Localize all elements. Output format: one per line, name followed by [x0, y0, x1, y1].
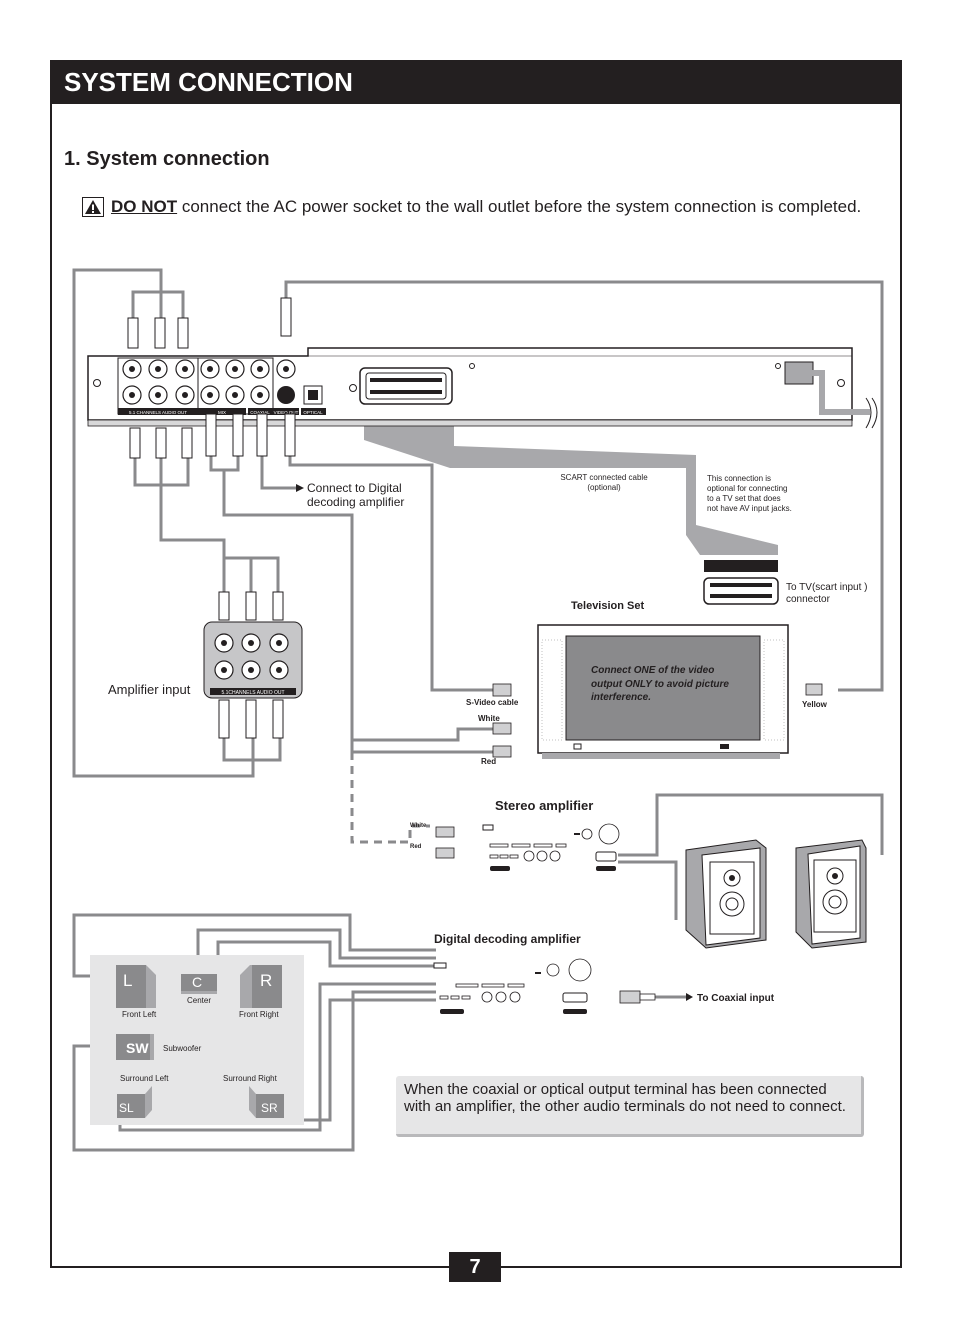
header-bar: SYSTEM CONNECTION — [52, 62, 902, 104]
speaker-layout — [90, 955, 304, 1125]
tv-screen-line2: output ONLY to avoid picture — [591, 679, 729, 690]
speaker-sr: SR — [261, 1101, 278, 1115]
tv-screen-line1: Connect ONE of the video — [591, 665, 714, 676]
digital-amplifier-title: Digital decoding amplifier — [434, 932, 581, 946]
connect-digital-line2: decoding amplifier — [307, 495, 404, 509]
yellow-label: Yellow — [802, 700, 828, 709]
connect-digital-line1: Connect to Digital — [307, 481, 402, 495]
scart-note-4: not have AV input jacks. — [707, 504, 792, 513]
stereo-speaker-right — [795, 839, 867, 949]
label-video-out: VIDEO OUT — [274, 410, 299, 415]
to-tv-scart-2: connector — [786, 594, 831, 605]
plugs-top — [127, 297, 292, 349]
svideo-cable-label: S-Video cable — [466, 698, 519, 707]
tv-title: Television Set — [571, 600, 644, 612]
dvd-back-panel: 5.1 CHANNELS AUDIO OUT MIX COAXIAL VIDEO… — [87, 347, 878, 429]
to-tv-scart-1: To TV(scart input ) — [786, 582, 868, 593]
stereo-amplifier — [482, 823, 620, 871]
front-right-label: Front Right — [239, 1010, 279, 1019]
stereo-speaker-left — [685, 839, 767, 949]
surround-right-label: Surround Right — [223, 1074, 278, 1083]
to-coaxial-label: To Coaxial input — [697, 993, 775, 1004]
speaker-r: R — [260, 971, 272, 990]
scart-cable-label1: SCART connected cable — [560, 473, 648, 482]
scart-note-3: to a TV set that does — [707, 494, 781, 503]
label-51ch: 5.1 CHANNELS AUDIO OUT — [129, 410, 187, 415]
label-coaxial: COAXIAL — [250, 410, 270, 415]
amplifier-input-label: Amplifier input — [108, 682, 191, 697]
scart-cable — [364, 422, 778, 555]
red-label: Red — [481, 757, 496, 766]
coaxial-note: When the coaxial or optical output termi… — [396, 1076, 864, 1137]
plugs-bottom — [129, 413, 296, 459]
scart-note-1: This connection is — [707, 474, 771, 483]
surround-left-label: Surround Left — [120, 1074, 169, 1083]
stereo-red-label: Red — [410, 844, 422, 850]
speaker-c: C — [192, 974, 202, 990]
stereo-white-label: White — [410, 823, 427, 829]
svideo-jack — [277, 386, 295, 404]
center-label: Center — [187, 996, 211, 1005]
section-title: 1. System connection — [64, 148, 270, 170]
scart-cable-label2: (optional) — [587, 483, 621, 492]
speaker-sl: SL — [119, 1101, 134, 1115]
scart-note-2: optional for connecting — [707, 484, 788, 493]
warning-strong: DO NOT — [111, 197, 178, 216]
front-left-label: Front Left — [122, 1010, 157, 1019]
warning-triangle-icon — [82, 197, 104, 217]
subwoofer-label: Subwoofer — [163, 1044, 202, 1053]
page-number: 7 — [449, 1252, 501, 1282]
white-label: White — [478, 714, 500, 723]
tv-scart-connector — [703, 577, 779, 605]
tv-screen-line3: interference. — [591, 692, 651, 703]
label-optical: OPTICAL — [303, 410, 323, 415]
digital-amplifier — [433, 958, 592, 1014]
label-mix: MIX — [218, 410, 226, 415]
television-set — [537, 624, 789, 759]
rca-jacks — [122, 359, 296, 405]
speaker-l: L — [123, 971, 132, 990]
tv-plugs — [492, 683, 823, 758]
page-title: SYSTEM CONNECTION — [64, 67, 353, 97]
scart-plug — [704, 560, 778, 572]
stereo-amplifier-title: Stereo amplifier — [495, 798, 593, 813]
warning-text: DO NOT connect the AC power socket to th… — [111, 196, 871, 218]
amplifier-input-panel: 5.1CHANNELS AUDIO OUT — [203, 591, 303, 739]
speaker-sw: SW — [126, 1040, 149, 1056]
warning-body: connect the AC power socket to the wall … — [177, 197, 862, 216]
amp-panel-label: 5.1CHANNELS AUDIO OUT — [221, 690, 284, 696]
dashed-cables — [350, 752, 430, 844]
